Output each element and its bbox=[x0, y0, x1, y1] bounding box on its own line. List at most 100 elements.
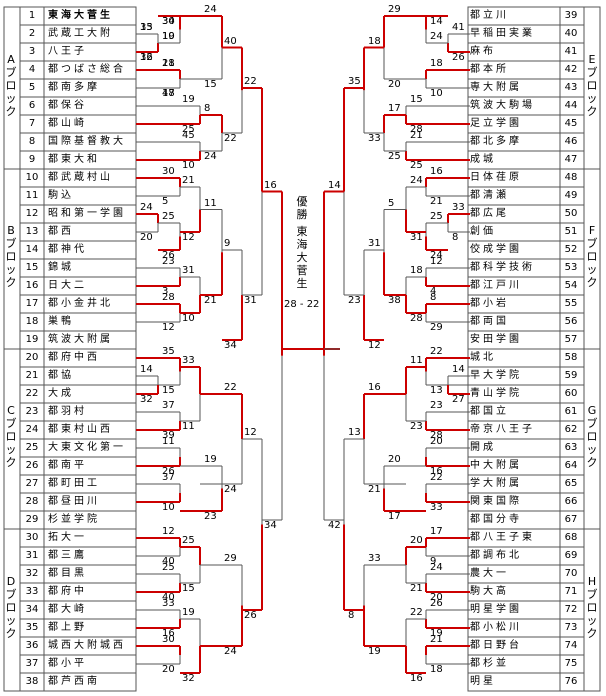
match-score: 10 bbox=[162, 31, 175, 42]
team-name: 都羽村 bbox=[48, 406, 87, 417]
team-name: 都西 bbox=[48, 226, 74, 237]
match-score: 30 bbox=[162, 166, 175, 177]
match-score: 3 bbox=[162, 286, 169, 297]
team-name: 創価 bbox=[470, 226, 496, 237]
team-name: 関東国際 bbox=[470, 496, 522, 507]
team-name: 都山崎 bbox=[48, 118, 87, 129]
team-number: 27 bbox=[25, 478, 39, 489]
team-name: 都清瀬 bbox=[470, 190, 509, 201]
match-score: 31 bbox=[368, 238, 381, 249]
match-score: 23 bbox=[204, 511, 217, 522]
team-name: 東海大菅生 bbox=[48, 10, 113, 21]
team-number: 54 bbox=[564, 280, 578, 291]
match-score: 24 bbox=[430, 31, 443, 42]
match-score: 21 bbox=[430, 634, 443, 645]
match-score: 12 bbox=[162, 322, 175, 333]
match-score: 13 bbox=[430, 385, 443, 396]
team-number: 39 bbox=[564, 10, 578, 21]
team-name: 杉並学院 bbox=[48, 514, 100, 525]
match-score: 13 bbox=[348, 427, 361, 438]
team-number: 63 bbox=[564, 442, 578, 453]
team-name: 駒込 bbox=[48, 190, 74, 201]
team-name: 都調布北 bbox=[470, 550, 522, 561]
match-score: 34 bbox=[264, 520, 277, 531]
match-score: 28 bbox=[410, 124, 423, 135]
team-name: 明星学園 bbox=[470, 604, 522, 615]
match-score: 33 bbox=[368, 133, 381, 144]
match-score: 40 bbox=[162, 556, 175, 567]
match-score: 22 bbox=[430, 472, 443, 483]
match-score: 20 bbox=[388, 454, 401, 465]
match-score: 22 bbox=[224, 133, 237, 144]
match-score: 21 bbox=[162, 58, 175, 69]
match-score: 20 bbox=[140, 232, 153, 243]
match-score: 15 bbox=[410, 94, 423, 105]
match-score: 41 bbox=[452, 22, 465, 33]
match-score: 20 bbox=[430, 592, 443, 603]
match-score: 21 bbox=[204, 295, 217, 306]
match-score: 17 bbox=[388, 103, 401, 114]
team-number: 65 bbox=[564, 478, 578, 489]
team-number: 30 bbox=[25, 532, 39, 543]
block-label: Hブロック bbox=[586, 575, 598, 640]
team-number: 62 bbox=[564, 424, 578, 435]
match-score: 26 bbox=[244, 610, 257, 621]
team-number: 9 bbox=[28, 154, 36, 165]
champion-label: 優勝 bbox=[296, 195, 308, 221]
team-number: 20 bbox=[25, 352, 39, 363]
match-score: 15 bbox=[182, 583, 195, 594]
team-name: 帝京八王子 bbox=[470, 424, 535, 435]
team-number: 48 bbox=[564, 172, 578, 183]
team-number: 31 bbox=[25, 550, 39, 561]
match-score: 22 bbox=[224, 382, 237, 393]
team-number: 69 bbox=[564, 550, 578, 561]
team-name: 都国分寺 bbox=[470, 514, 522, 525]
match-score: 24 bbox=[430, 562, 443, 573]
team-name: 城北 bbox=[470, 352, 496, 363]
team-name: 都上野 bbox=[48, 622, 87, 633]
match-score: 17 bbox=[430, 526, 443, 537]
team-number: 60 bbox=[564, 388, 578, 399]
match-score: 12 bbox=[182, 232, 195, 243]
team-number: 66 bbox=[564, 496, 578, 507]
team-number: 61 bbox=[564, 406, 578, 417]
team-number: 68 bbox=[564, 532, 578, 543]
team-name: 都国立 bbox=[470, 406, 509, 417]
match-score: 16 bbox=[368, 382, 381, 393]
match-score: 10 bbox=[182, 160, 195, 171]
match-score: 8 bbox=[430, 292, 437, 303]
team-number: 76 bbox=[564, 676, 578, 687]
team-name: 中大附属 bbox=[470, 460, 522, 471]
match-score: 17 bbox=[388, 511, 401, 522]
match-score: 11 bbox=[162, 436, 175, 447]
team-number: 32 bbox=[25, 568, 39, 579]
team-name: 都昼田川 bbox=[48, 496, 100, 507]
team-name: 都両国 bbox=[470, 316, 509, 327]
team-number: 64 bbox=[564, 460, 578, 471]
match-score: 28 bbox=[430, 430, 443, 441]
team-name: 都東村山西 bbox=[48, 424, 113, 435]
match-score: 14 bbox=[140, 364, 153, 375]
team-number: 24 bbox=[25, 424, 39, 435]
team-name: 農大一 bbox=[470, 568, 509, 579]
team-name: 都つばさ総合 bbox=[48, 64, 126, 75]
team-name: 専大附属 bbox=[470, 82, 522, 93]
team-number: 23 bbox=[25, 406, 39, 417]
match-score: 11 bbox=[204, 197, 217, 209]
team-name: 都北多摩 bbox=[470, 136, 522, 147]
team-name: 日大二 bbox=[48, 280, 87, 291]
team-name: 都小松川 bbox=[470, 622, 522, 633]
team-name: 都本所 bbox=[470, 64, 509, 75]
team-number: 73 bbox=[564, 622, 578, 633]
team-name: 都神代 bbox=[48, 244, 87, 255]
match-score: 25 bbox=[162, 211, 175, 222]
match-score: 39 bbox=[162, 430, 175, 441]
match-score: 24 bbox=[430, 250, 443, 261]
team-number: 47 bbox=[564, 154, 578, 165]
match-score: 25 bbox=[162, 562, 175, 573]
team-name: 拓大一 bbox=[48, 532, 87, 543]
match-score: 19 bbox=[430, 628, 443, 639]
team-name: 麻布 bbox=[470, 46, 496, 57]
match-score: 13 bbox=[140, 22, 153, 33]
team-name: 昭和第一学園 bbox=[48, 208, 126, 219]
